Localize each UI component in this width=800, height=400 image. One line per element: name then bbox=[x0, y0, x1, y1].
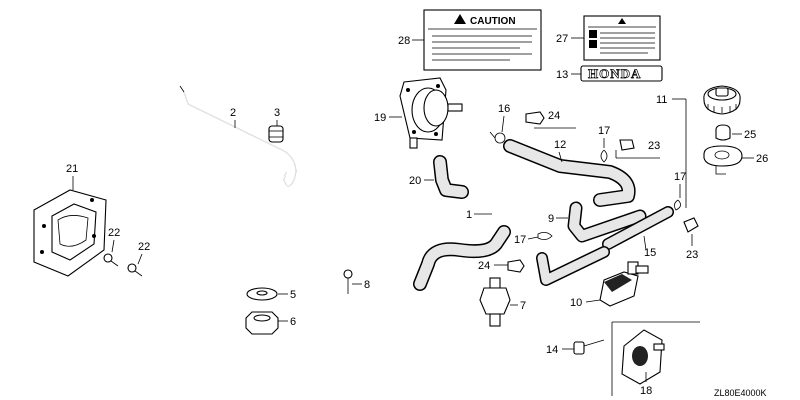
callout-5: 5 bbox=[290, 289, 296, 301]
callout-19: 19 bbox=[374, 112, 386, 124]
screw-part-a bbox=[103, 253, 119, 267]
callout-6: 6 bbox=[290, 316, 296, 328]
honda-emblem-part: HONDA bbox=[580, 65, 663, 82]
callout-15: 15 bbox=[644, 247, 656, 259]
callout-11: 11 bbox=[656, 94, 667, 106]
caution-label-part: CAUTION bbox=[423, 9, 542, 71]
callout-24-top: 24 bbox=[548, 110, 560, 122]
callout-23-a: 23 bbox=[648, 140, 660, 152]
callout-16: 16 bbox=[498, 103, 510, 115]
callout-8: 8 bbox=[364, 279, 370, 291]
callout-22-b: 22 bbox=[138, 241, 150, 253]
callout-12: 12 bbox=[554, 139, 566, 151]
clip-part-24-top bbox=[525, 111, 545, 125]
callout-2: 2 bbox=[230, 107, 236, 119]
callout-24-b: 24 bbox=[478, 260, 490, 272]
callout-3: 3 bbox=[274, 107, 280, 119]
fuel-filter-part bbox=[479, 277, 511, 327]
callout-14: 14 bbox=[546, 344, 558, 356]
callout-22-a: 22 bbox=[108, 227, 120, 239]
callout-10: 10 bbox=[570, 297, 582, 309]
callout-18: 18 bbox=[640, 385, 652, 397]
hose-15-part bbox=[602, 206, 674, 250]
bolt-part-14 bbox=[573, 339, 605, 355]
warning-label-part bbox=[583, 15, 661, 61]
clip-part-24-b bbox=[507, 259, 525, 273]
hose-9-part bbox=[567, 201, 647, 243]
clip-part-23-a bbox=[619, 139, 635, 151]
diagram-code: ZL80E4000K bbox=[714, 388, 767, 398]
callout-9: 9 bbox=[548, 213, 554, 225]
clip-part-23-b bbox=[683, 217, 699, 233]
callout-17-a: 17 bbox=[598, 125, 610, 137]
rod-part bbox=[179, 85, 297, 187]
callout-17-c: 17 bbox=[514, 234, 526, 246]
caution-title: CAUTION bbox=[470, 16, 516, 27]
callout-13: 13 bbox=[556, 69, 568, 81]
callout-17-b: 17 bbox=[674, 171, 686, 183]
callout-27: 27 bbox=[556, 33, 568, 45]
callout-25: 25 bbox=[744, 129, 756, 141]
callout-26: 26 bbox=[756, 153, 768, 165]
screw-part-b bbox=[127, 263, 143, 277]
nut-part bbox=[245, 311, 279, 335]
clip-part-17-a bbox=[600, 149, 608, 163]
fuel-pump-part bbox=[399, 77, 463, 149]
hose-12-part bbox=[503, 139, 636, 207]
callout-1: 1 bbox=[466, 209, 472, 221]
bracket-part bbox=[621, 329, 665, 385]
callout-28: 28 bbox=[398, 35, 410, 47]
callout-21: 21 bbox=[66, 163, 78, 175]
hose-1-part bbox=[413, 225, 511, 291]
clip-part-17-c bbox=[537, 232, 553, 240]
hose-lower-part bbox=[536, 246, 610, 286]
callout-23-b: 23 bbox=[686, 249, 698, 261]
fuel-cap-part bbox=[703, 85, 741, 115]
honda-emblem-text: HONDA bbox=[588, 66, 641, 81]
washer-part bbox=[246, 287, 278, 301]
clip-part-17-b bbox=[674, 199, 681, 211]
hose-20-part bbox=[433, 155, 469, 199]
cap-filter-part bbox=[715, 124, 731, 141]
callout-7: 7 bbox=[520, 300, 526, 312]
fuel-valve-part bbox=[599, 261, 649, 307]
clip-part-16 bbox=[489, 131, 506, 144]
cover-part bbox=[33, 189, 107, 277]
grommet-part bbox=[268, 125, 284, 143]
bolt-part-8 bbox=[343, 269, 353, 294]
cap-gasket-part bbox=[703, 145, 743, 175]
callout-20: 20 bbox=[409, 175, 421, 187]
